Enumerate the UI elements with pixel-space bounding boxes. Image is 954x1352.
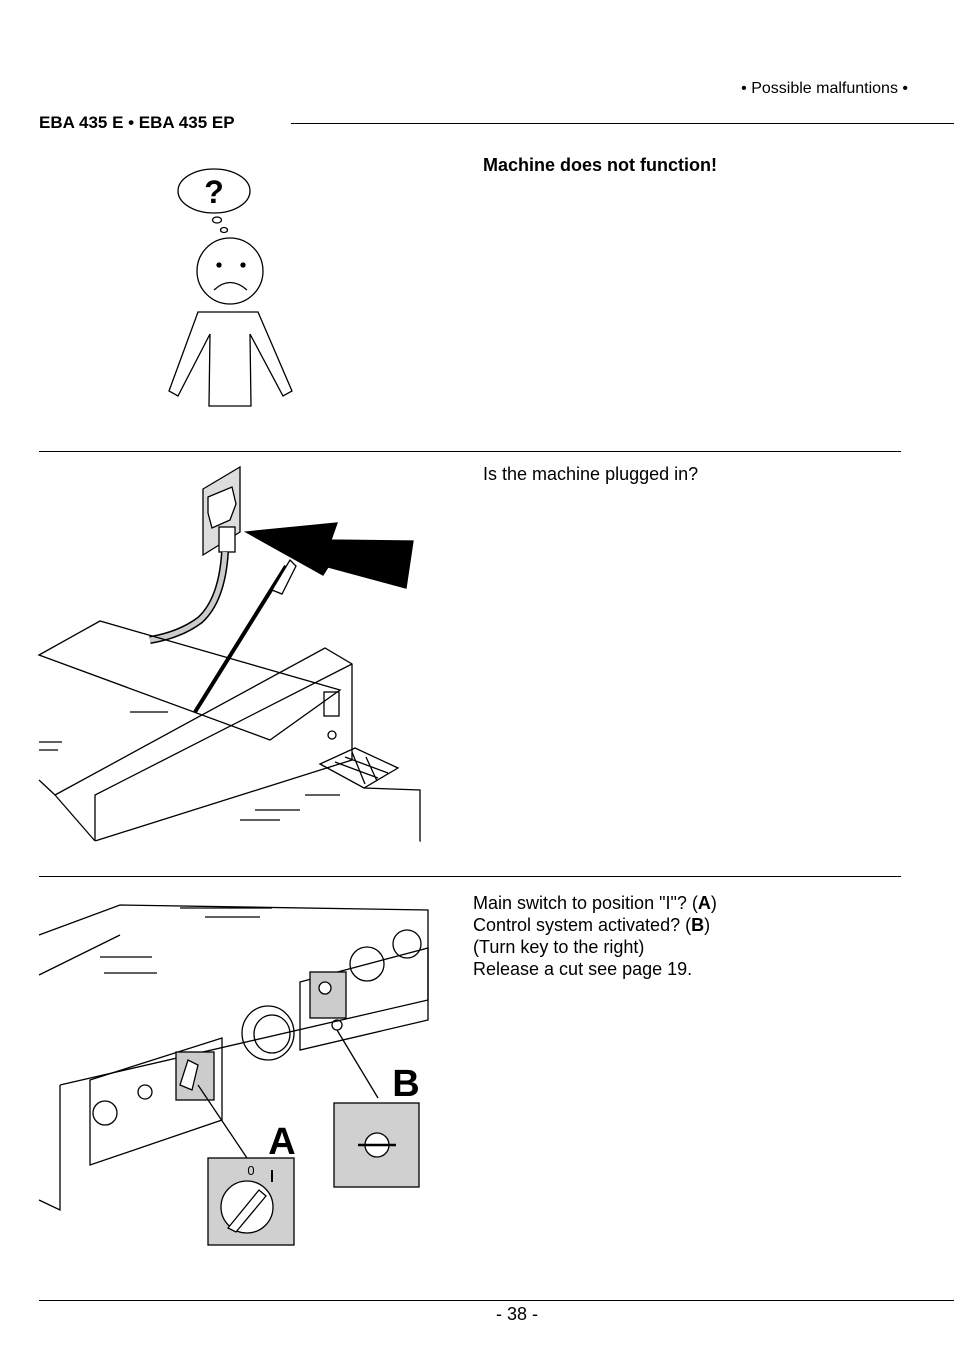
step3-line: (Turn key to the right) — [473, 937, 645, 957]
thought-question-mark: ? — [204, 174, 224, 210]
divider-2 — [39, 876, 901, 877]
section-title: • Possible malfuntions • — [741, 80, 908, 97]
page-number: - 38 - — [495, 1304, 538, 1324]
step3-line: Release a cut see page 19. — [473, 959, 693, 979]
divider-1 — [39, 451, 901, 452]
step3-line: Control system activated? (B) — [473, 915, 711, 935]
label-a: A — [268, 1121, 295, 1163]
header-rule — [291, 123, 954, 124]
step1-title: Machine does not function! — [483, 155, 717, 175]
step3-line: Main switch to position "I"? (A) — [473, 893, 717, 913]
step3-instructions: Main switch to position "I"? (A) Control… — [473, 892, 717, 980]
step2-question: Is the machine plugged in? — [483, 464, 699, 484]
model-name: EBA 435 E • EBA 435 EP — [39, 113, 235, 132]
switch-zero-label: 0 — [247, 1163, 254, 1178]
footer-rule — [39, 1300, 954, 1301]
label-b: B — [392, 1063, 419, 1105]
